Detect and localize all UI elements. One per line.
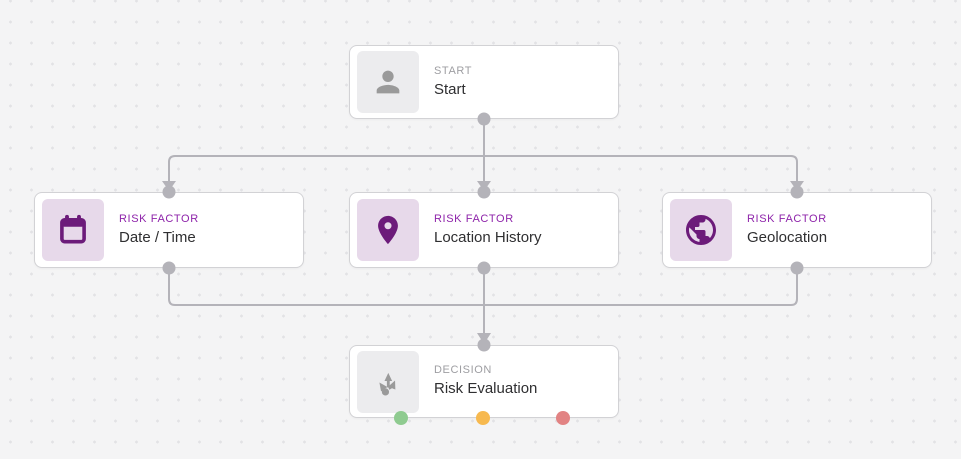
- node-icon-box: [357, 51, 419, 113]
- port-geolocation-input[interactable]: [790, 185, 804, 199]
- port-date-time-output[interactable]: [162, 261, 176, 275]
- node-type-label: RISK FACTOR: [434, 212, 514, 225]
- port-decision-output-green[interactable]: [394, 411, 408, 425]
- globe-icon: [683, 212, 719, 248]
- port-start-output[interactable]: [477, 112, 491, 126]
- port-risk-evaluation-input[interactable]: [477, 338, 491, 352]
- node-icon-box: [670, 199, 732, 261]
- node-title: Geolocation: [747, 228, 828, 246]
- node-icon-box: [42, 199, 104, 261]
- port-decision-output-orange[interactable]: [476, 411, 490, 425]
- node-type-label: START: [434, 64, 473, 77]
- port-location-history-output[interactable]: [477, 261, 491, 275]
- calendar-icon: [55, 212, 91, 248]
- node-geolocation[interactable]: RISK FACTOR Geolocation: [662, 192, 932, 268]
- node-type-label: DECISION: [434, 364, 492, 377]
- port-location-history-input[interactable]: [477, 185, 491, 199]
- node-title: Start: [434, 80, 466, 98]
- node-type-label: RISK FACTOR: [747, 212, 827, 225]
- node-type-label: RISK FACTOR: [119, 212, 199, 225]
- node-icon-box: [357, 199, 419, 261]
- edge-start-to-risk-factors[interactable]: [162, 119, 804, 191]
- port-date-time-input[interactable]: [162, 185, 176, 199]
- node-title: Risk Evaluation: [434, 380, 538, 398]
- person-icon: [371, 65, 405, 99]
- port-geolocation-output[interactable]: [790, 261, 804, 275]
- node-icon-box: [357, 350, 419, 413]
- location-pin-icon: [371, 213, 405, 247]
- split-arrows-icon: [370, 364, 406, 400]
- node-title: Date / Time: [119, 228, 196, 246]
- port-decision-output-red[interactable]: [556, 411, 570, 425]
- edge-risk-factors-to-decision[interactable]: [168, 268, 798, 344]
- node-date-time[interactable]: RISK FACTOR Date / Time: [34, 192, 304, 268]
- node-location-history[interactable]: RISK FACTOR Location History: [349, 192, 619, 268]
- node-title: Location History: [434, 228, 542, 246]
- node-risk-evaluation[interactable]: DECISION Risk Evaluation: [349, 345, 619, 418]
- node-start[interactable]: START Start: [349, 45, 619, 119]
